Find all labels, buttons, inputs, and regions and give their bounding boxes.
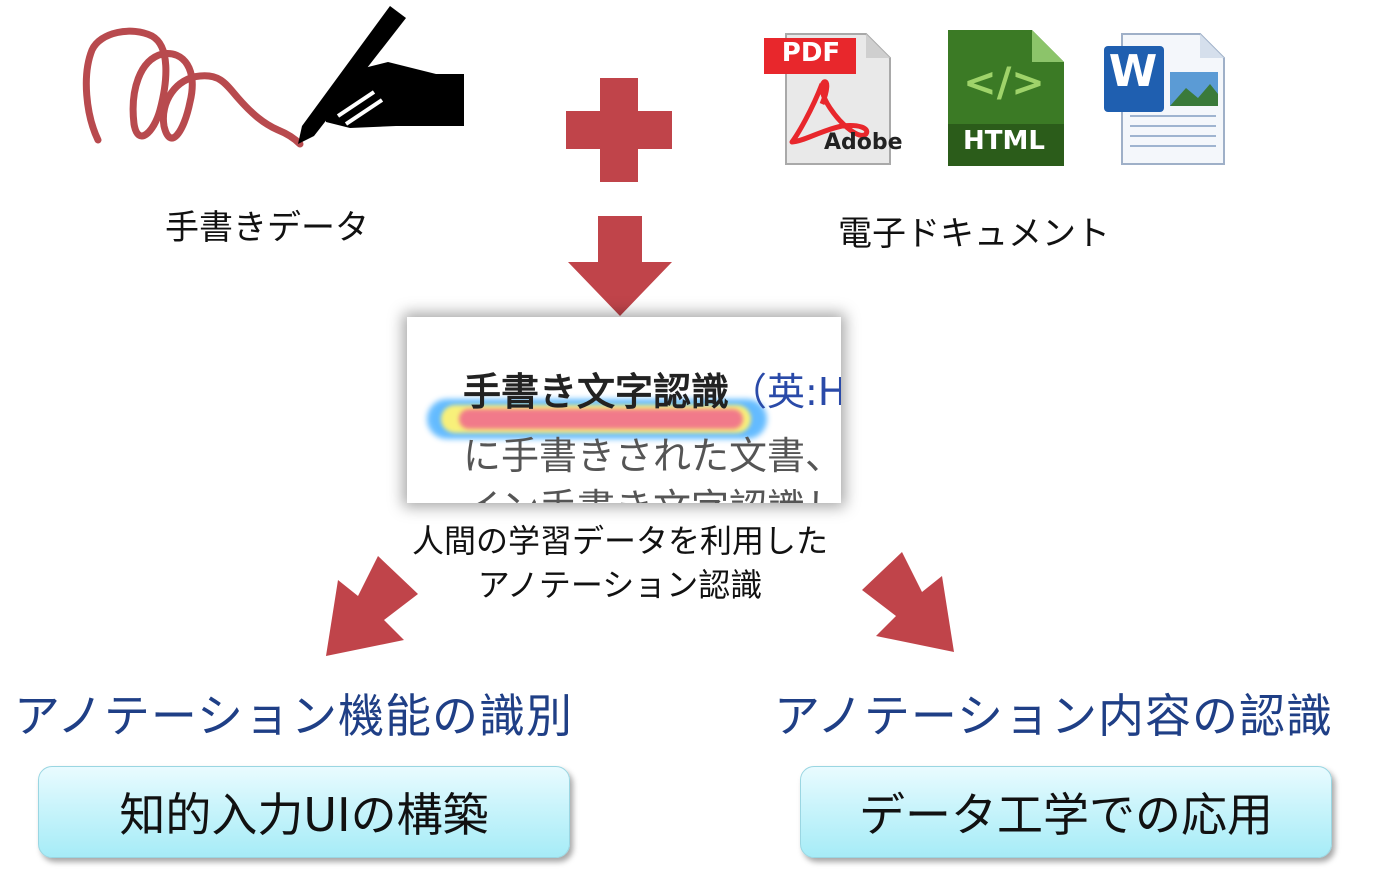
adobe-label: Adobe bbox=[824, 130, 903, 155]
data-engineering-box: データ工学での応用 bbox=[800, 766, 1332, 858]
data-engineering-label: データ工学での応用 bbox=[859, 788, 1273, 842]
doc-english-note: （英:H bbox=[729, 370, 841, 414]
handwriting-stroke-icon bbox=[82, 27, 304, 148]
pen-hand-icon bbox=[298, 6, 464, 144]
pdf-file-icon bbox=[764, 33, 891, 165]
down-left-arrow-icon bbox=[326, 556, 418, 656]
down-right-arrow-icon bbox=[862, 552, 954, 652]
left-branch-title: アノテーション機能の識別 bbox=[14, 689, 573, 743]
electronic-document-label: 電子ドキュメント bbox=[838, 214, 1110, 254]
pdf-badge: PDF bbox=[781, 38, 841, 68]
intelligent-input-ui-box: 知的入力UIの構築 bbox=[38, 766, 570, 858]
word-letter: W bbox=[1108, 46, 1158, 97]
annotated-document-image: 手書き文字認識（英:H に手書きされた文書、 イン手書き文字認識し bbox=[407, 317, 841, 503]
word-file-icon bbox=[1104, 33, 1225, 165]
doc-line-3: イン手書き文字認識し bbox=[463, 477, 841, 503]
html-badge: HTML bbox=[963, 126, 1045, 156]
caption-line-1: 人間の学習データを利用した bbox=[411, 522, 828, 560]
intelligent-input-ui-label: 知的入力UIの構築 bbox=[119, 788, 489, 842]
heatmap-core bbox=[459, 409, 743, 429]
plus-icon bbox=[566, 78, 672, 182]
doc-bold-term: 手書き文字認識 bbox=[463, 370, 730, 414]
caption-line-2: アノテーション認識 bbox=[477, 566, 763, 604]
doc-line-2: に手書きされた文書、 bbox=[463, 434, 841, 478]
right-branch-title: アノテーション内容の認識 bbox=[774, 689, 1333, 743]
handwriting-data-label: 手書きデータ bbox=[165, 208, 369, 248]
html-file-icon bbox=[948, 30, 1064, 166]
html-glyph: </> bbox=[963, 60, 1045, 106]
down-arrow-icon bbox=[568, 216, 672, 316]
